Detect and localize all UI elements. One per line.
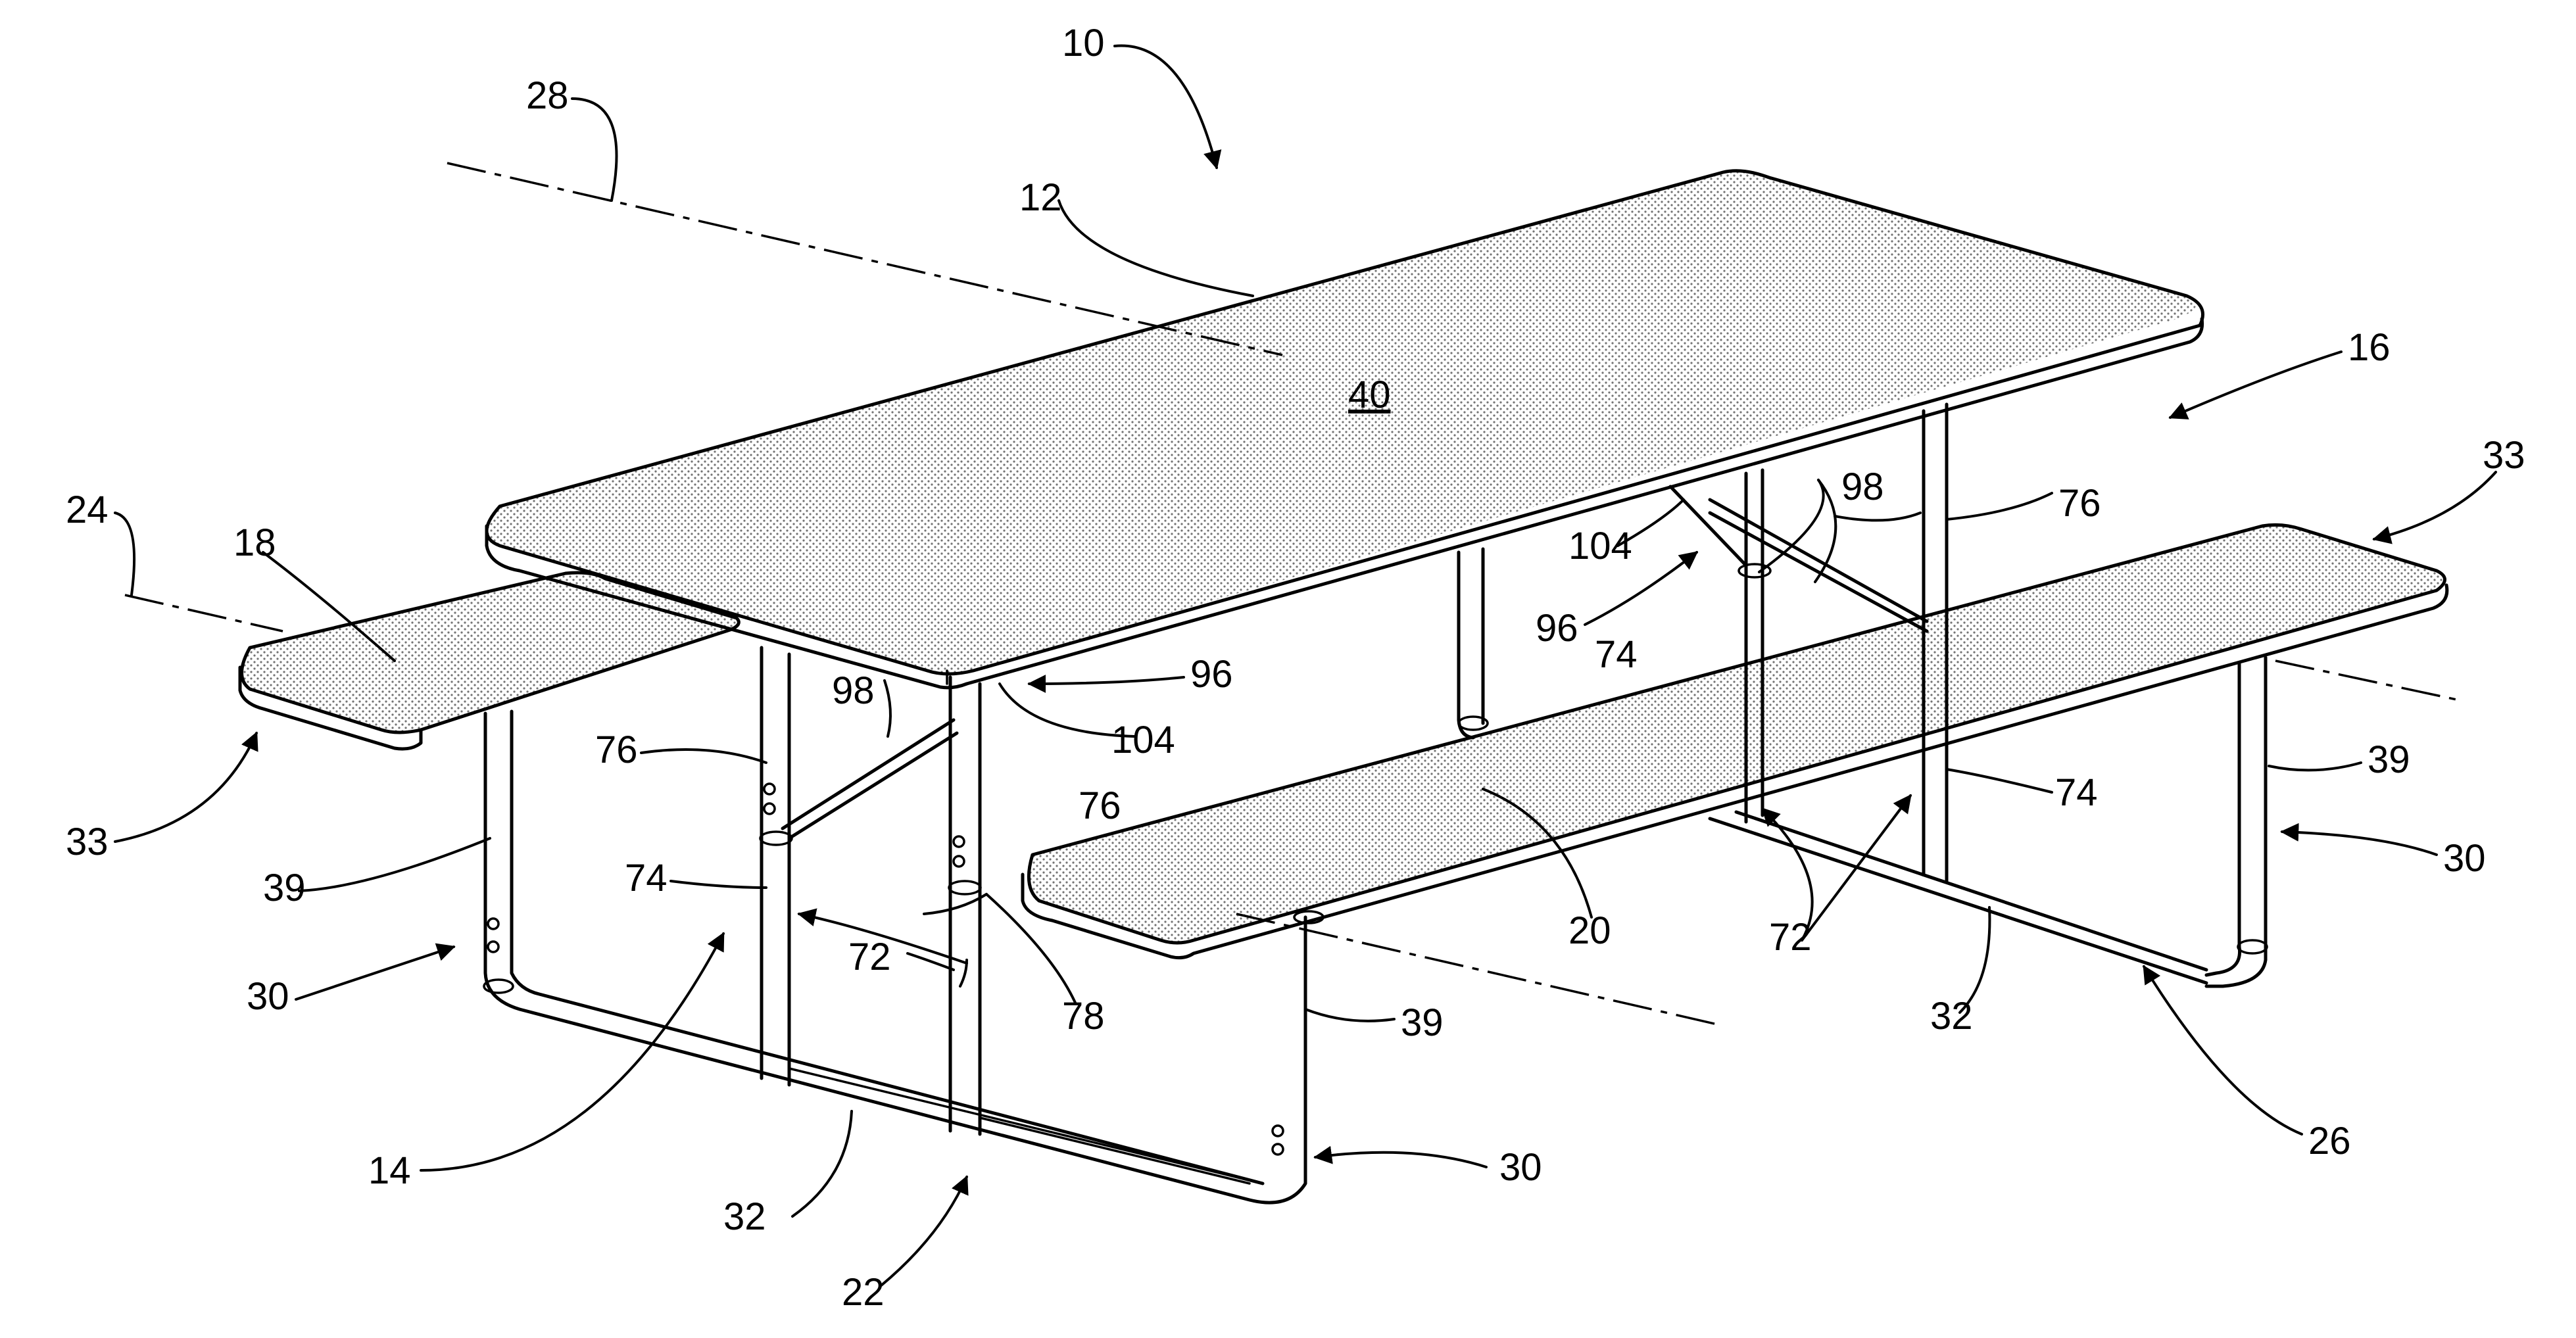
- label-76-right: 76: [2058, 482, 2101, 525]
- reference-numerals: 10 12 28 40 16 33 18 24 33 39 30 76 74 1…: [66, 22, 2525, 1314]
- label-16: 16: [2348, 326, 2391, 369]
- label-39-left: 39: [263, 867, 306, 909]
- label-76-left: 76: [595, 729, 638, 771]
- label-32-left: 32: [723, 1195, 766, 1238]
- label-72-left: 72: [848, 936, 891, 978]
- label-20: 20: [1568, 909, 1611, 952]
- label-96-right: 96: [1536, 607, 1578, 650]
- label-40: 40: [1348, 373, 1391, 416]
- label-74-right: 74: [2055, 771, 2098, 814]
- label-74-mid: 74: [1595, 633, 1638, 676]
- label-98-left: 98: [832, 669, 875, 712]
- leader-lines: [114, 44, 2497, 1287]
- label-39-right: 39: [2368, 738, 2410, 781]
- label-22: 22: [842, 1271, 885, 1314]
- label-76-mid: 76: [1079, 784, 1121, 827]
- label-12: 12: [1019, 176, 1062, 219]
- axis-line-24-left: [124, 594, 283, 633]
- label-28: 28: [526, 74, 569, 117]
- label-30-mid: 30: [1499, 1146, 1542, 1189]
- label-30-left: 30: [247, 975, 289, 1018]
- label-104-right: 104: [1568, 525, 1632, 567]
- axis-line-right: [2275, 659, 2460, 702]
- label-30-right: 30: [2443, 837, 2486, 880]
- label-14: 14: [368, 1149, 411, 1192]
- axis-lines: [124, 162, 2460, 1027]
- label-104-left: 104: [1111, 719, 1175, 761]
- first-bench: [238, 571, 741, 751]
- label-10: 10: [1062, 22, 1105, 64]
- label-74-left: 74: [625, 857, 668, 899]
- tabletop: [485, 169, 2204, 690]
- label-32-right: 32: [1930, 995, 1973, 1038]
- label-98-right: 98: [1841, 466, 1884, 508]
- label-39-mid: 39: [1401, 1001, 1444, 1044]
- axis-line-24-mid: [1236, 913, 1724, 1027]
- axis-line-28: [447, 162, 1283, 356]
- label-78: 78: [1062, 995, 1105, 1038]
- label-26: 26: [2308, 1120, 2351, 1162]
- first-support-frame: [483, 646, 1307, 1205]
- label-72-right: 72: [1769, 916, 1812, 959]
- label-33-left: 33: [66, 821, 109, 863]
- label-96-left: 96: [1190, 653, 1233, 696]
- label-24: 24: [66, 489, 109, 531]
- second-bench: [1021, 523, 2449, 960]
- label-33-right: 33: [2483, 434, 2525, 477]
- label-18: 18: [233, 521, 276, 564]
